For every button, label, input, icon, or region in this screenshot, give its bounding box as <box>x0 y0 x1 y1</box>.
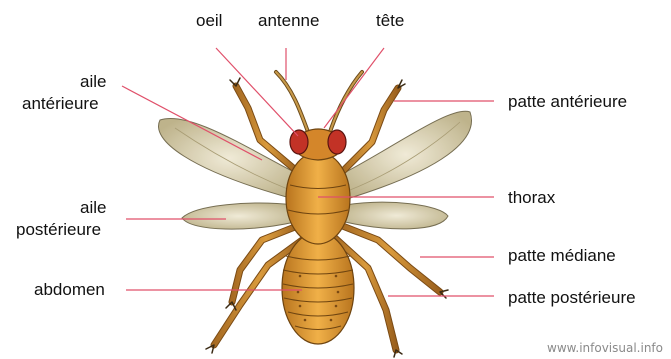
label-aile-posterieure-line2: postérieure <box>16 220 101 240</box>
eye-right <box>328 130 346 154</box>
label-aile-posterieure-line1: aile <box>80 198 106 218</box>
label-oeil: oeil <box>196 11 222 31</box>
wing-hind-right <box>345 202 448 229</box>
label-tete: tête <box>376 11 404 31</box>
eye-left <box>290 130 308 154</box>
label-aile-anterieure-line1: aile <box>80 72 106 92</box>
label-antenne: antenne <box>258 11 319 31</box>
leader-tete <box>324 48 384 128</box>
antennae <box>276 72 362 132</box>
label-thorax: thorax <box>508 188 555 208</box>
label-patte-mediane: patte médiane <box>508 246 616 266</box>
label-patte-posterieure: patte postérieure <box>508 288 636 308</box>
wing-hind-left <box>182 203 295 229</box>
label-patte-anterieure: patte antérieure <box>508 92 627 112</box>
thorax-body <box>286 152 350 244</box>
label-abdomen: abdomen <box>34 280 105 300</box>
abdomen-body <box>282 232 354 344</box>
label-aile-anterieure-line2: antérieure <box>22 94 99 114</box>
watermark: www.infovisual.info <box>547 341 663 355</box>
head-body <box>290 129 346 160</box>
